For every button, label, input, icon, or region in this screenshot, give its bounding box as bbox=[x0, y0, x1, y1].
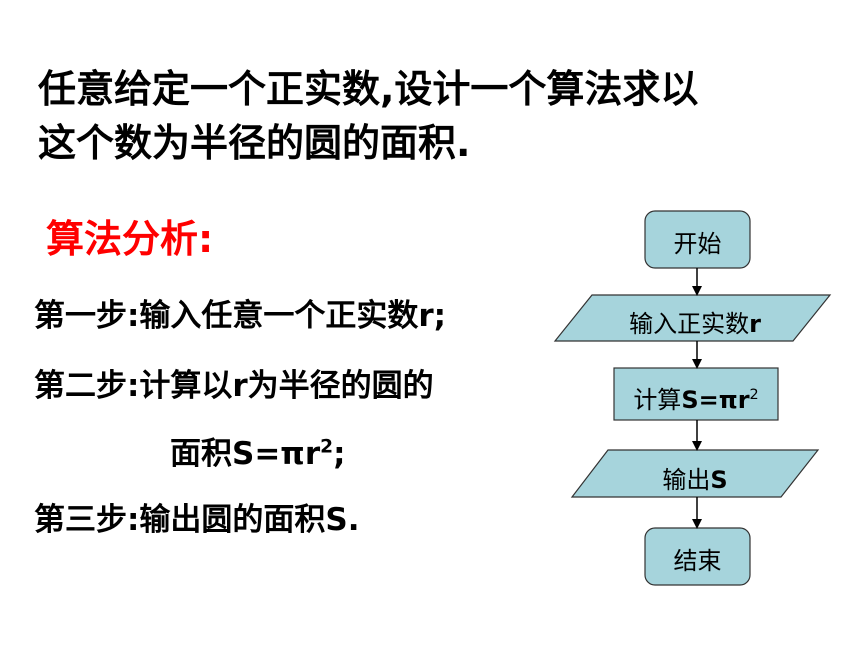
output-label-text: 输出 bbox=[662, 466, 711, 494]
start-label: 开始 bbox=[673, 230, 722, 258]
end-label: 结束 bbox=[673, 547, 722, 575]
step-2-exponent: 2 bbox=[320, 436, 334, 458]
compute-label-formula: S=πr bbox=[681, 386, 750, 414]
input-label-text: 输入正实数 bbox=[629, 310, 750, 338]
input-label: 输入正实数r bbox=[560, 304, 830, 339]
problem-line-1: 任意给定一个正实数,设计一个算法求以 bbox=[38, 67, 699, 111]
output-label: 输出S bbox=[572, 460, 818, 495]
compute-label-text: 计算 bbox=[633, 386, 682, 414]
input-node bbox=[553, 294, 832, 342]
compute-label-exponent: 2 bbox=[749, 387, 759, 403]
compute-node bbox=[613, 367, 779, 421]
step-3: 第三步:输出圆的面积S. bbox=[34, 502, 360, 538]
step-2-line-2: 面积S=πr2; bbox=[170, 428, 345, 473]
compute-label: 计算S=πr2 bbox=[614, 380, 778, 415]
step-2-line-1: 第二步:计算以r为半径的圆的 bbox=[34, 368, 434, 404]
step-2-formula: 面积S=πr bbox=[170, 436, 321, 472]
problem-line-2: 这个数为半径的圆的面积. bbox=[38, 121, 471, 165]
output-node bbox=[570, 449, 820, 498]
problem-statement: 任意给定一个正实数,设计一个算法求以 这个数为半径的圆的面积. bbox=[38, 62, 828, 170]
step-1: 第一步:输入任意一个正实数r; bbox=[34, 298, 447, 334]
step-2-semicolon: ; bbox=[333, 436, 346, 472]
analysis-title: 算法分析: bbox=[46, 217, 214, 261]
output-label-var: S bbox=[710, 466, 728, 494]
input-label-var: r bbox=[749, 310, 761, 338]
